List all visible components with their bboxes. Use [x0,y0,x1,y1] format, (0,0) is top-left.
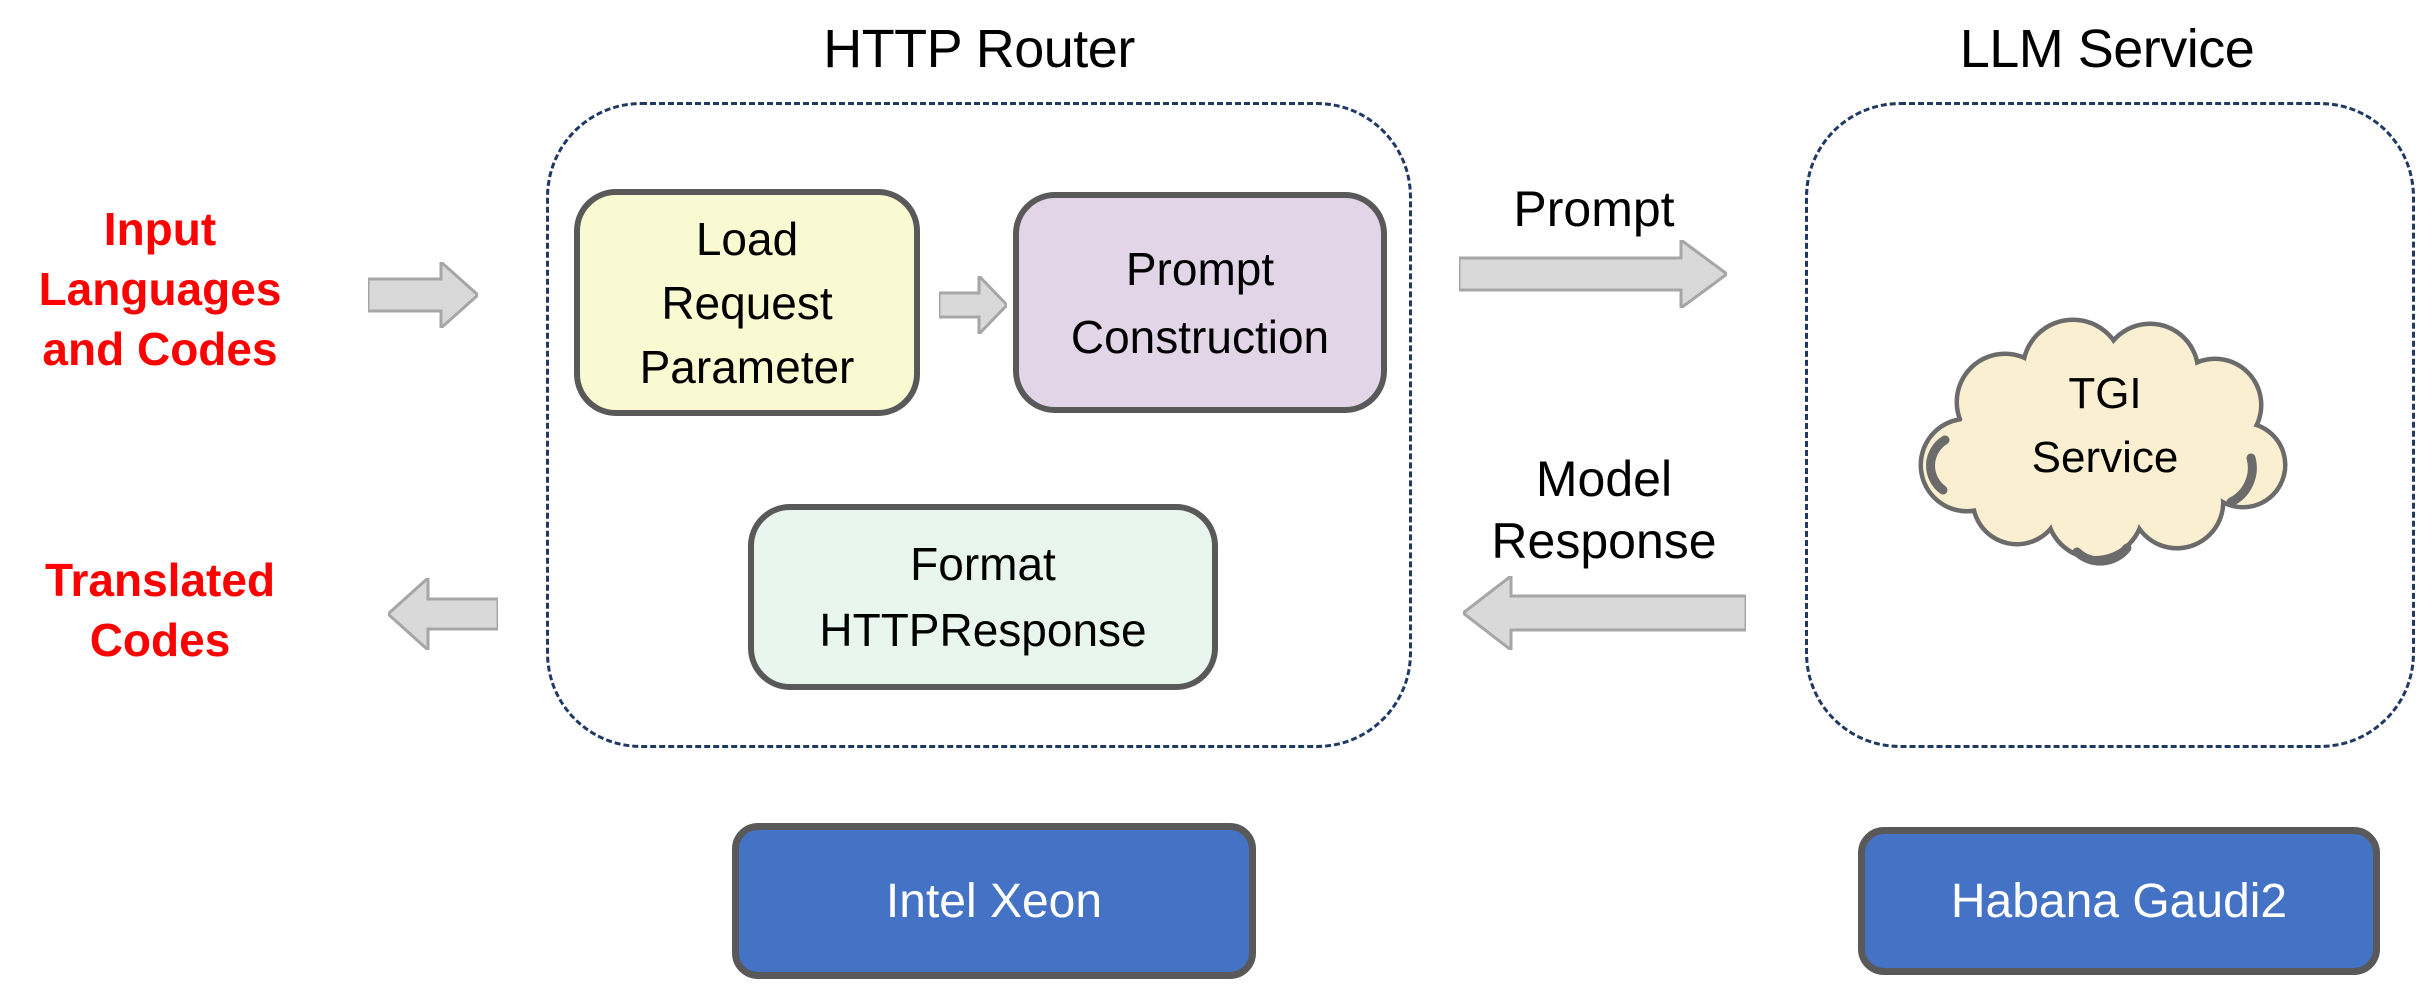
cloud-notch [2226,453,2257,507]
http-router-title: HTTP Router [823,19,1135,79]
translated-codes-label: Translated Codes [35,550,285,670]
prompt-construction-node: Prompt Construction [1013,192,1387,413]
intel-xeon-node: Intel Xeon [732,823,1256,979]
prompt-arrow-right-icon [1459,240,1727,308]
node-label-line: Request [661,276,833,329]
habana-gaudi2-node: Habana Gaudi2 [1858,827,2380,975]
cloud-label-line: TGI [2068,369,2142,418]
cloud-label-line: Service [2031,433,2179,482]
node-label-line: HTTPResponse [819,604,1147,656]
translated-label-line: Codes [89,614,231,666]
input-label-line: Languages [38,263,282,315]
node-label-line: Construction [1070,310,1330,363]
flow-label-line: Model [1535,451,1673,507]
node-label-line: Prompt [1125,242,1275,295]
flow-label-line: Response [1491,513,1717,569]
translated-label-line: Translated [44,554,276,606]
prompt-flow-label: Prompt [1513,181,1675,237]
llm-service-boundary [1805,102,2415,748]
connector-arrow-right-icon [939,276,1007,334]
tgi-cloud-icon [1918,317,2288,566]
tgi-cloud-label: TGI Service [1905,362,2305,490]
node-label-line: Parameter [639,340,855,393]
input-label-line: Input [103,203,217,255]
model-response-flow-label: Model Response [1470,448,1738,572]
model-response-arrow-left-icon [1463,576,1746,650]
load-request-parameter-node: Load Request Parameter [574,189,920,416]
format-httpresponse-node: Format HTTPResponse [748,504,1218,690]
http-router-boundary [546,102,1412,748]
node-label-line: Load [695,212,799,265]
input-languages-label: Input Languages and Codes [35,199,285,379]
cloud-notch [1926,435,1950,495]
node-label-line: Format [910,538,1056,590]
input-label-line: and Codes [42,323,278,375]
translated-arrow-left-icon [388,578,498,650]
cloud-notch [2072,543,2132,566]
llm-service-title: LLM Service [1959,19,2255,79]
input-arrow-right-icon [368,262,478,328]
